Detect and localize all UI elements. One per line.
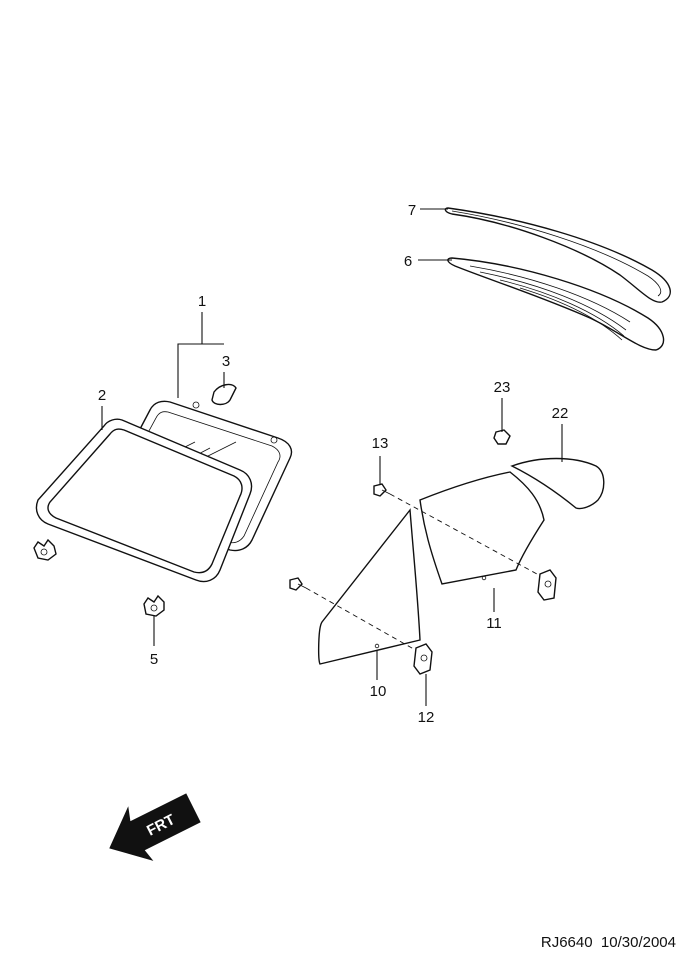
assembly-line-a bbox=[389, 493, 549, 581]
callout-7: 7 bbox=[408, 202, 416, 219]
drawing-date: 10/30/2004 bbox=[600, 934, 676, 951]
part-23-nut bbox=[493, 429, 511, 445]
part-10-front-door-glass bbox=[317, 508, 421, 665]
part-12-clip-b bbox=[413, 643, 433, 675]
drawing-code: RJ6640 bbox=[540, 934, 593, 951]
callout-3: 3 bbox=[222, 353, 230, 370]
part-22-quarter-glass bbox=[510, 457, 605, 510]
callout-11: 11 bbox=[486, 615, 502, 632]
callout-5: 5 bbox=[150, 651, 158, 668]
callout-6: 6 bbox=[404, 253, 412, 270]
part-11-rear-door-glass bbox=[419, 471, 545, 585]
callout-10: 10 bbox=[370, 683, 387, 700]
callout-2: 2 bbox=[98, 387, 106, 404]
part-6-rear-glass bbox=[447, 257, 665, 351]
callout-22: 22 bbox=[552, 405, 569, 422]
part-13-bolt-b bbox=[289, 577, 307, 591]
part-12-clip-a bbox=[537, 569, 557, 601]
callout-13: 13 bbox=[372, 435, 389, 452]
part-5-clip-b bbox=[143, 594, 165, 617]
front-direction-arrow: FRT bbox=[109, 793, 201, 861]
part-13-bolt-a bbox=[373, 483, 391, 497]
callout-23: 23 bbox=[494, 379, 511, 396]
part-3-mirror-pad bbox=[211, 383, 237, 406]
drawing-footer: RJ6640 10/30/2004 bbox=[541, 934, 676, 951]
part-2-windshield-moulding bbox=[35, 418, 253, 583]
callout-1: 1 bbox=[198, 293, 206, 310]
leader-1-bracket bbox=[177, 343, 224, 398]
assembly-line-b bbox=[305, 587, 427, 657]
part-5-clip-a bbox=[33, 538, 57, 561]
callout-12: 12 bbox=[418, 709, 435, 726]
part-7-moulding bbox=[444, 207, 671, 303]
